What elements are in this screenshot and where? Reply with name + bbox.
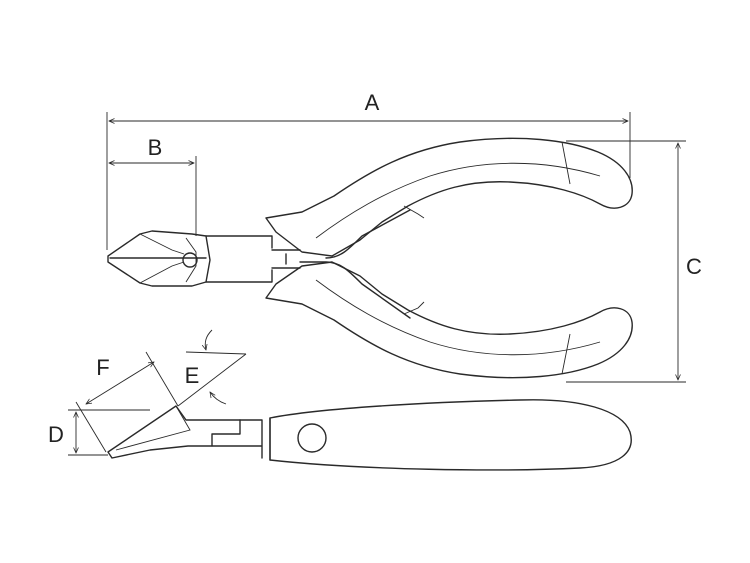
lower-handle-grip-line — [315, 279, 601, 356]
neck-lower — [205, 269, 273, 283]
neck-slot — [271, 249, 301, 269]
dim-f-line — [86, 362, 154, 404]
label-e: E — [185, 363, 200, 388]
dim-e-arc-bottom — [210, 392, 227, 405]
side-pivot-rivet — [297, 423, 327, 453]
return-spring — [299, 209, 411, 319]
plier-top-view — [107, 137, 633, 379]
side-handle-outline — [269, 399, 632, 471]
cutting-head-outline — [107, 230, 211, 287]
side-jaw-outline — [107, 405, 241, 459]
side-jaw-bevel — [115, 405, 191, 451]
dim-e-arc-top — [205, 329, 213, 350]
pivot-rivet — [182, 252, 198, 268]
head-bevel-lower — [139, 261, 185, 284]
dim-e-angle-top — [185, 351, 247, 355]
lower-handle-sleeve-end — [561, 333, 571, 375]
side-joint-step — [211, 417, 271, 461]
label-a: A — [365, 90, 380, 115]
upper-handle-grip-line — [315, 162, 601, 239]
upper-handle-sleeve-end — [561, 141, 571, 185]
label-d: D — [48, 422, 64, 447]
head-notch — [185, 237, 197, 283]
inner-jaw-detail — [403, 205, 425, 315]
lower-handle-outline — [265, 261, 633, 379]
upper-handle-outline — [265, 137, 633, 257]
label-c: C — [686, 254, 702, 279]
neck-upper — [205, 235, 273, 249]
dim-e-angle-leg — [177, 353, 247, 407]
plier-side-view — [107, 399, 632, 471]
dimension-lines — [68, 112, 686, 456]
label-f: F — [96, 355, 109, 380]
dimension-labels: A B C D E F — [48, 90, 702, 447]
dim-f-ext-right — [145, 351, 179, 407]
label-b: B — [148, 135, 163, 160]
dim-f-ext-left — [75, 401, 107, 453]
head-bevel-upper — [139, 233, 185, 255]
